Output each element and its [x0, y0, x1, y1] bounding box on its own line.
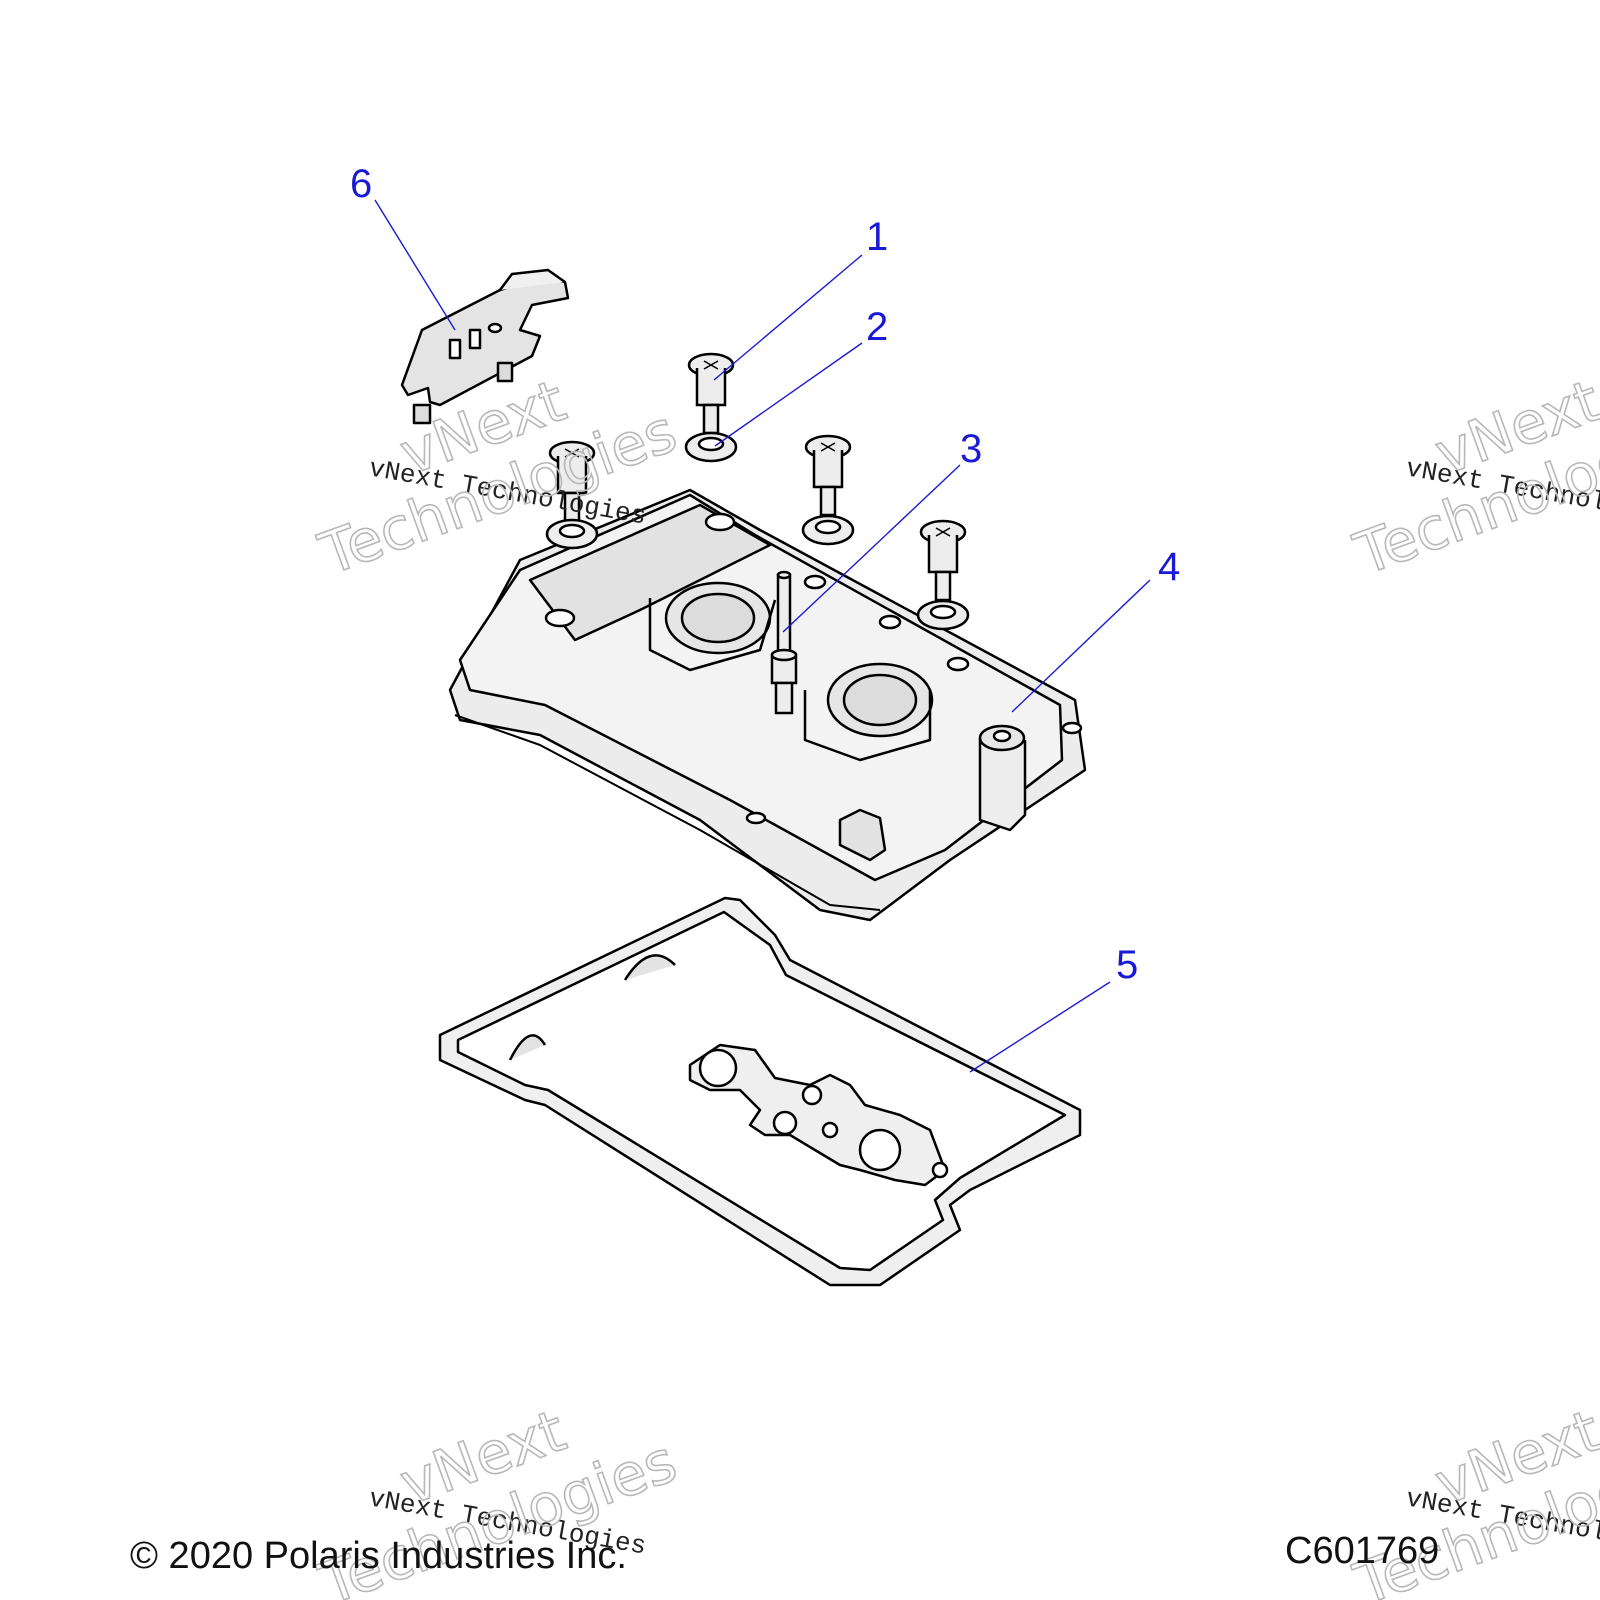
- leader-5: [969, 981, 1111, 1073]
- stud: [770, 570, 798, 715]
- bolt-2: [548, 440, 596, 523]
- bracket: [400, 268, 570, 425]
- watermark-top-right: vNext Technologies vNext Technologies: [1345, 366, 1600, 590]
- leader-lines: [374, 199, 1151, 1073]
- bolts: [548, 352, 967, 602]
- leader-6: [374, 199, 456, 331]
- callout-labels: 1 2 3 4 5 6: [350, 162, 1180, 987]
- callout-5: 5: [1116, 943, 1138, 987]
- callout-6: 6: [350, 162, 372, 206]
- callout-1: 1: [866, 215, 888, 259]
- bolt-3: [804, 434, 852, 517]
- grommets: [545, 431, 970, 631]
- grommet-3: [801, 514, 855, 546]
- leader-2: [714, 342, 863, 447]
- bolt-4: [919, 519, 967, 602]
- drawing-number: C601769: [1285, 1530, 1440, 1572]
- leader-3: [782, 464, 961, 633]
- callout-3: 3: [960, 427, 982, 471]
- callout-2: 2: [866, 305, 888, 349]
- copyright-text: © 2020 Polaris Industries Inc.: [130, 1535, 627, 1577]
- leader-4: [1011, 579, 1151, 713]
- grommet-4: [916, 599, 970, 631]
- callout-4: 4: [1158, 545, 1180, 589]
- grommet-2: [545, 518, 599, 550]
- valve-cover: [448, 488, 1087, 922]
- cover-gasket: [438, 896, 1082, 1287]
- leader-1: [713, 254, 863, 381]
- bolt-1: [687, 352, 735, 435]
